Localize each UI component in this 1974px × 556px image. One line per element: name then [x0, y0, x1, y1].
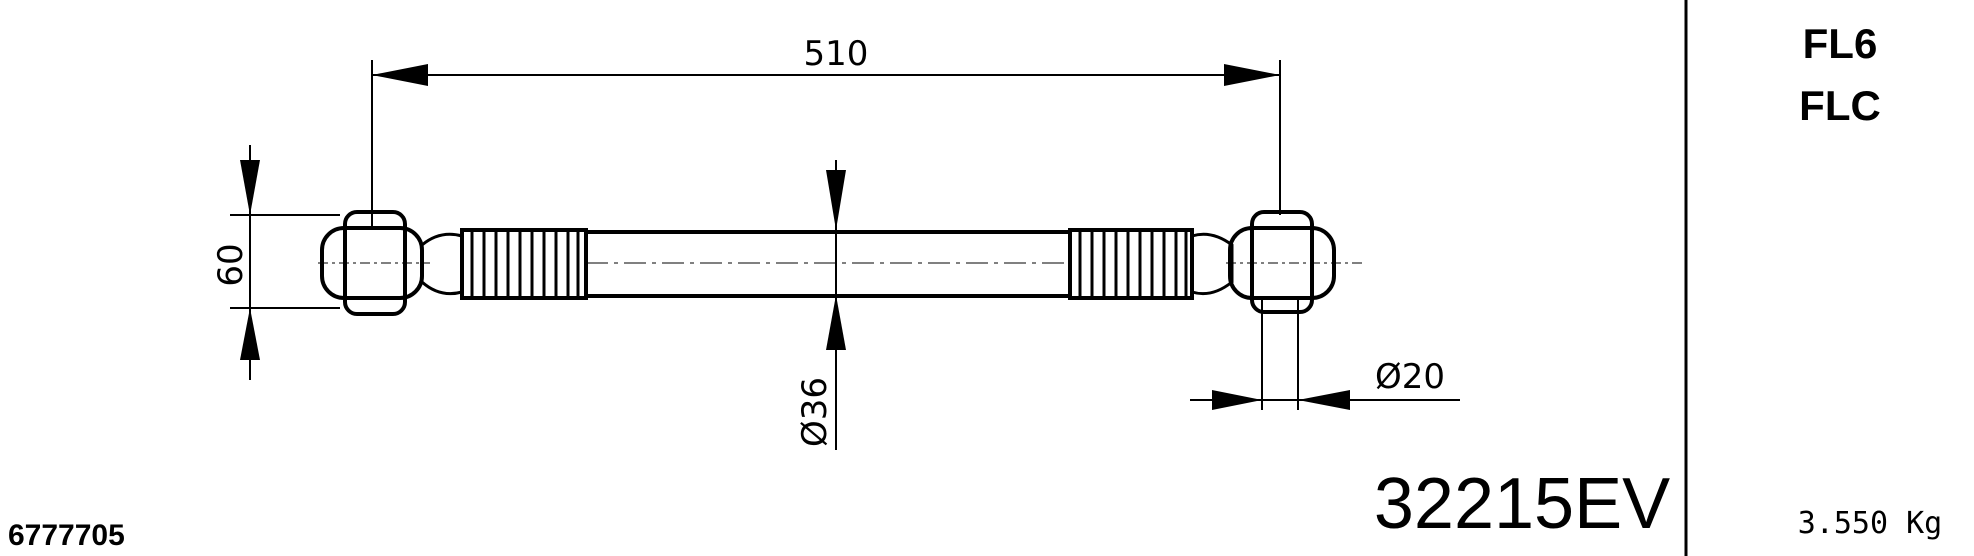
model-flc: FLC — [1799, 82, 1881, 129]
tube-diameter-dimension: Ø36 — [795, 160, 846, 450]
height-label: 60 — [211, 243, 251, 286]
height-dimension: 60 — [211, 145, 340, 380]
tube-diameter-label: Ø36 — [795, 377, 835, 447]
model-fl6: FL6 — [1803, 20, 1878, 67]
weight-label: 3.550 Kg — [1798, 506, 1943, 541]
length-label: 510 — [804, 34, 869, 74]
pin-diameter-label: Ø20 — [1375, 357, 1445, 397]
length-dimension: 510 — [371, 34, 1281, 230]
reference-number: 6777705 — [8, 519, 125, 552]
rod-body — [318, 210, 1362, 316]
pin-diameter-dimension: Ø20 — [1190, 300, 1460, 410]
part-number: 32215EV — [1374, 464, 1670, 544]
